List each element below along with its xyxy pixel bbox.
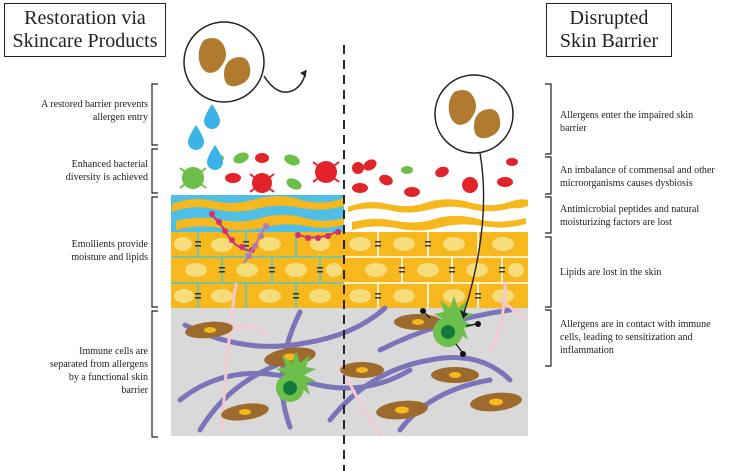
- emollient-chains: [209, 211, 341, 264]
- immune-cell-left: [276, 351, 316, 402]
- bacteria-left: [179, 152, 340, 193]
- annotation-allergens-enter: Allergens enter the impaired skin barrie…: [560, 110, 694, 134]
- corneocyte-flakes: [172, 196, 528, 231]
- annotation-immune-contact: Allergens are in contact with immune cel…: [560, 319, 711, 356]
- fibroblasts: [185, 314, 522, 421]
- annotation-restored-barrier: A restored barrier prevents allergen ent…: [41, 99, 148, 123]
- annotation-dysbiosis: An imbalance of commensal and other micr…: [560, 165, 715, 189]
- junction-marks: [195, 241, 505, 299]
- brackets-left: [151, 83, 158, 438]
- immune-cell-right: [420, 296, 481, 357]
- epidermis-layer: [171, 195, 528, 308]
- keratinocyte-nuclei: [174, 237, 524, 303]
- annotation-bacterial-diversity: Enhanced bacterial diversity is achieved: [65, 159, 148, 183]
- annotation-emollients: Emollients provide moisture and lipids: [71, 239, 148, 263]
- title-restoration: Restoration via Skincare Products: [4, 3, 166, 57]
- title-disrupted: Disrupted Skin Barrier: [546, 3, 672, 57]
- annotation-immune-separated: Immune cells are separated from allergen…: [49, 346, 148, 396]
- annotation-amp-nmf-lost: Antimicrobial peptides and natural moist…: [560, 204, 700, 228]
- water-droplets: [188, 104, 223, 170]
- allergen-circle-left: [183, 21, 307, 103]
- brackets-right: [545, 83, 552, 367]
- allergen-circle-right: [434, 74, 514, 319]
- annotation-lipids-lost: Lipids are lost in the skin: [560, 267, 662, 278]
- bacteria-right: [352, 158, 518, 197]
- tight-junctions-left: [171, 232, 344, 308]
